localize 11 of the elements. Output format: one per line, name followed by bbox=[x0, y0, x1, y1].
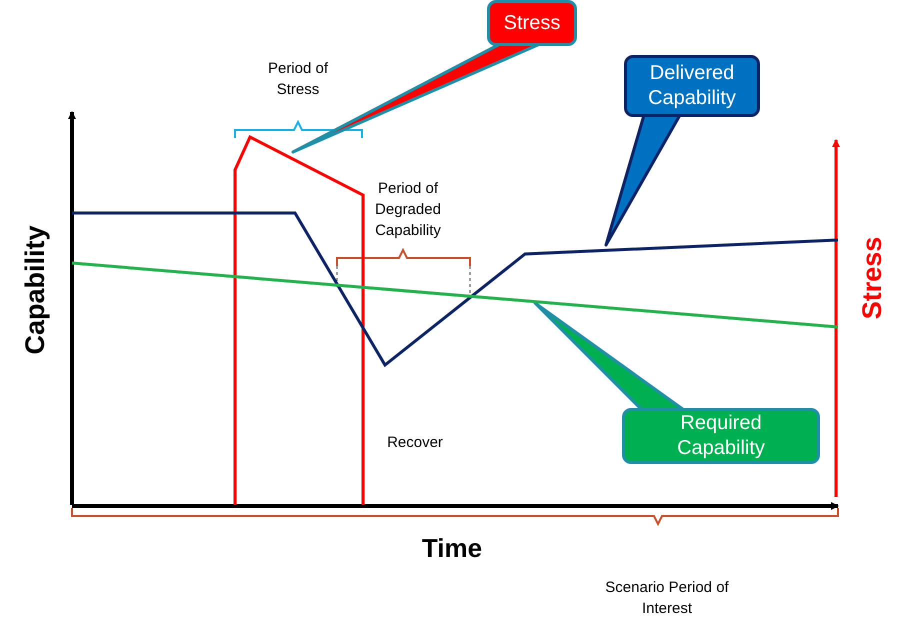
phase-label: Recover bbox=[386, 433, 444, 453]
axis-title: Capability bbox=[19, 224, 51, 357]
period-label: Period of Stress bbox=[266, 59, 330, 100]
axis-title: Stress bbox=[856, 236, 888, 322]
period-label: Scenario Period of Interest bbox=[604, 578, 730, 619]
axis-title: Time bbox=[420, 532, 484, 564]
period-label: Period of Degraded Capability bbox=[374, 179, 442, 241]
stress-curve bbox=[234, 134, 364, 505]
callout-bubble: Delivered Capability bbox=[624, 55, 760, 117]
callout-bubble: Stress bbox=[487, 0, 577, 46]
callout-bubble: Required Capability bbox=[622, 408, 820, 464]
